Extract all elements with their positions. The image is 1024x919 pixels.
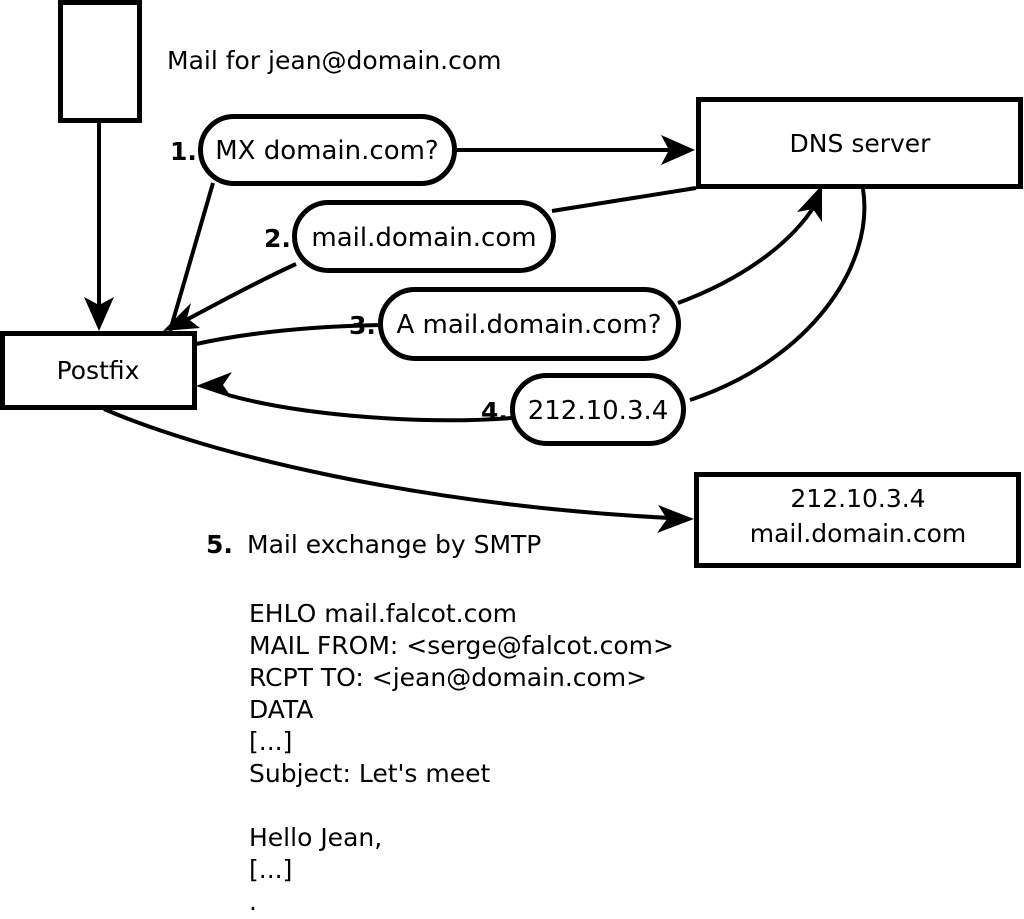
arrowhead-step2-postfix bbox=[163, 303, 200, 331]
smtp-line-8: [...] bbox=[249, 855, 292, 884]
smtp-line-2: RCPT TO: <jean@domain.com> bbox=[249, 663, 647, 692]
edge-step3-to-dns bbox=[677, 185, 822, 305]
node-dns-server-label: DNS server bbox=[790, 129, 932, 158]
node-postfix: Postfix bbox=[0, 331, 197, 410]
step-2-bubble: mail.domain.com bbox=[292, 200, 556, 273]
arrowhead-postfix-mailserver bbox=[657, 505, 694, 533]
edge-step4-to-postfix bbox=[196, 372, 513, 423]
node-postfix-label: Postfix bbox=[57, 356, 140, 385]
edge-dns-to-step2 bbox=[551, 186, 697, 213]
edge-step2-to-postfix bbox=[163, 262, 297, 331]
step-1-bubble: MX domain.com? bbox=[198, 114, 457, 186]
step-5-number: 5. bbox=[206, 530, 233, 559]
smtp-transcript: EHLO mail.falcot.com MAIL FROM: <serge@f… bbox=[249, 599, 674, 916]
arrowhead-step3-dns bbox=[797, 185, 822, 222]
arrowhead-step4-postfix bbox=[196, 372, 232, 398]
node-mail-server-host: mail.domain.com bbox=[750, 519, 966, 548]
edge-dns-to-step4 bbox=[689, 188, 867, 402]
smtp-line-1: MAIL FROM: <serge@falcot.com> bbox=[249, 631, 674, 660]
edge-postfix-to-step3 bbox=[195, 323, 381, 346]
edge-postfix-to-mailserver bbox=[103, 407, 694, 533]
smtp-line-4: [...] bbox=[249, 727, 292, 756]
arrowhead-step1-dns bbox=[661, 135, 695, 165]
smtp-line-7: Hello Jean, bbox=[249, 823, 382, 852]
edge-step1-to-dns bbox=[456, 135, 695, 165]
step-4-number: 4. bbox=[481, 397, 508, 426]
step-3-label: A mail.domain.com? bbox=[397, 310, 662, 340]
node-dns-server: DNS server bbox=[696, 97, 1023, 189]
node-client bbox=[58, 0, 142, 123]
step-1-number: 1. bbox=[170, 137, 197, 166]
step-3-bubble: A mail.domain.com? bbox=[378, 287, 681, 361]
step-4-label: 212.10.3.4 bbox=[528, 396, 669, 426]
smtp-line-5: Subject: Let's meet bbox=[249, 759, 490, 788]
arrowhead-client-postfix bbox=[84, 297, 114, 331]
edge-client-to-postfix bbox=[84, 122, 114, 331]
step-2-number: 2. bbox=[264, 224, 291, 253]
edge-postfix-to-step1 bbox=[168, 182, 215, 332]
step-5-label: Mail exchange by SMTP bbox=[247, 530, 541, 559]
smtp-line-3: DATA bbox=[249, 695, 313, 724]
node-mail-server: 212.10.3.4 mail.domain.com bbox=[694, 472, 1021, 568]
mail-for-caption: Mail for jean@domain.com bbox=[167, 46, 502, 75]
step-3-number: 3. bbox=[349, 311, 376, 340]
step-2-label: mail.domain.com bbox=[311, 223, 536, 253]
step-1-label: MX domain.com? bbox=[215, 136, 438, 166]
node-mail-server-ip: 212.10.3.4 bbox=[790, 484, 925, 513]
step-4-bubble: 212.10.3.4 bbox=[510, 373, 686, 446]
smtp-line-10: . bbox=[249, 887, 257, 916]
smtp-line-0: EHLO mail.falcot.com bbox=[249, 599, 517, 628]
